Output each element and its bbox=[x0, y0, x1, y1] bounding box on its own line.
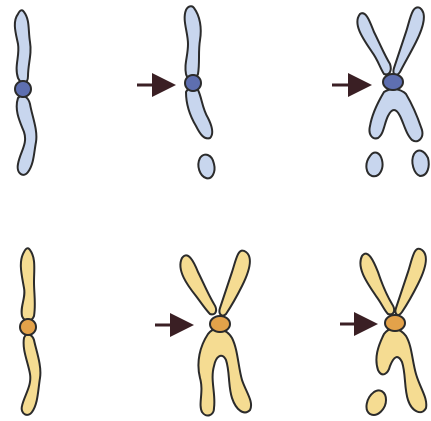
blue-lower-arms bbox=[369, 89, 422, 141]
blue-replicated-broken-chromosome bbox=[357, 7, 428, 176]
yellow-replicated-chromosome bbox=[180, 251, 251, 416]
blue-centromere bbox=[15, 81, 31, 97]
yellow-centromere bbox=[385, 315, 405, 331]
blue-broken-fragment bbox=[198, 155, 214, 179]
yellow-row bbox=[20, 248, 426, 415]
yellow-upper-left-arm bbox=[360, 254, 394, 315]
blue-broken-fragment-left bbox=[366, 153, 382, 177]
blue-upper-left-arm bbox=[357, 13, 390, 74]
blue-upper-right-arm bbox=[393, 7, 423, 75]
blue-upper-arm bbox=[15, 10, 31, 83]
yellow-upper-right-arm bbox=[395, 249, 425, 315]
blue-broken-fragment-right bbox=[412, 151, 428, 176]
yellow-lower-arms bbox=[198, 329, 251, 415]
yellow-upper-arm bbox=[21, 248, 35, 320]
blue-broken-chromosome bbox=[185, 6, 215, 178]
yellow-centromere bbox=[210, 316, 230, 332]
blue-lower-arm-stub bbox=[186, 88, 212, 139]
yellow-lower-arm bbox=[22, 334, 41, 415]
yellow-centromere bbox=[20, 319, 36, 335]
yellow-broken-fragment bbox=[367, 390, 386, 414]
blue-centromere bbox=[185, 75, 201, 91]
yellow-replicated-broken-chromosome bbox=[360, 249, 426, 415]
yellow-upper-right-arm bbox=[219, 251, 249, 316]
yellow-unreplicated-chromosome bbox=[20, 248, 40, 415]
blue-upper-arm bbox=[185, 6, 201, 79]
blue-centromere bbox=[383, 74, 403, 90]
yellow-upper-left-arm bbox=[180, 255, 216, 314]
blue-row bbox=[15, 6, 429, 178]
blue-unreplicated-chromosome bbox=[15, 10, 37, 175]
blue-lower-arm bbox=[17, 96, 37, 175]
